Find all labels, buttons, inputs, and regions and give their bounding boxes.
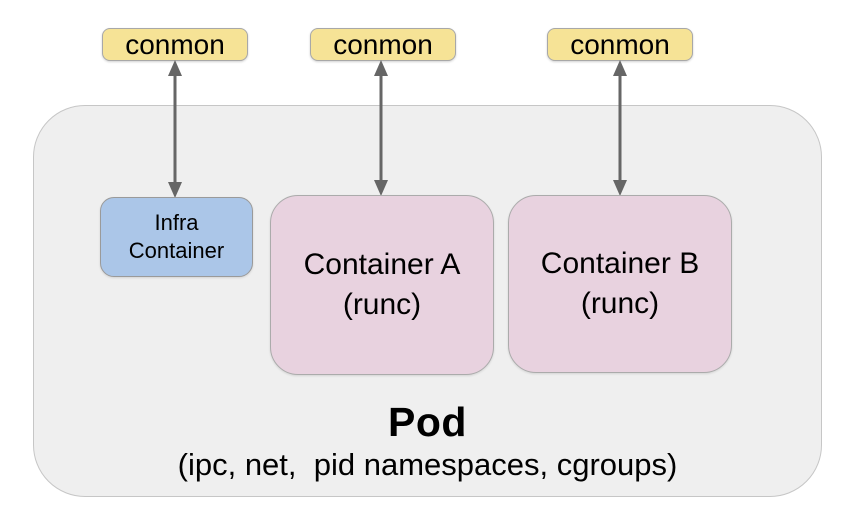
conmon-label-3: conmon bbox=[570, 28, 670, 60]
container-b-label-line1: Container B bbox=[540, 247, 700, 280]
container-a-label-line2: (runc) bbox=[342, 288, 422, 321]
container-a-label-line1: Container A bbox=[303, 248, 461, 281]
conmon-box-1: conmon bbox=[102, 28, 248, 61]
conmon-infra-arrow-icon bbox=[168, 60, 182, 198]
pod-label: Pod (ipc, net, pid namespaces, cgroups) bbox=[34, 399, 821, 485]
conmon-box-3: conmon bbox=[547, 28, 693, 61]
conmon-box-2: conmon bbox=[310, 28, 456, 61]
infra-container-label-line2: Container bbox=[128, 238, 225, 263]
container-a-box: Container A (runc) bbox=[270, 195, 494, 375]
conmon-container-a-arrow-icon bbox=[374, 60, 388, 196]
pod-subtitle: (ipc, net, pid namespaces, cgroups) bbox=[177, 447, 678, 482]
infra-container-label-line1: Infra bbox=[154, 210, 199, 235]
container-b-box: Container B (runc) bbox=[508, 195, 732, 373]
conmon-container-b-arrow-icon bbox=[613, 60, 627, 196]
container-b-label-line2: (runc) bbox=[580, 287, 660, 320]
conmon-label-1: conmon bbox=[125, 28, 225, 60]
infra-container-box: Infra Container bbox=[100, 197, 253, 277]
pod-title: Pod bbox=[388, 399, 467, 445]
conmon-label-2: conmon bbox=[333, 28, 433, 60]
